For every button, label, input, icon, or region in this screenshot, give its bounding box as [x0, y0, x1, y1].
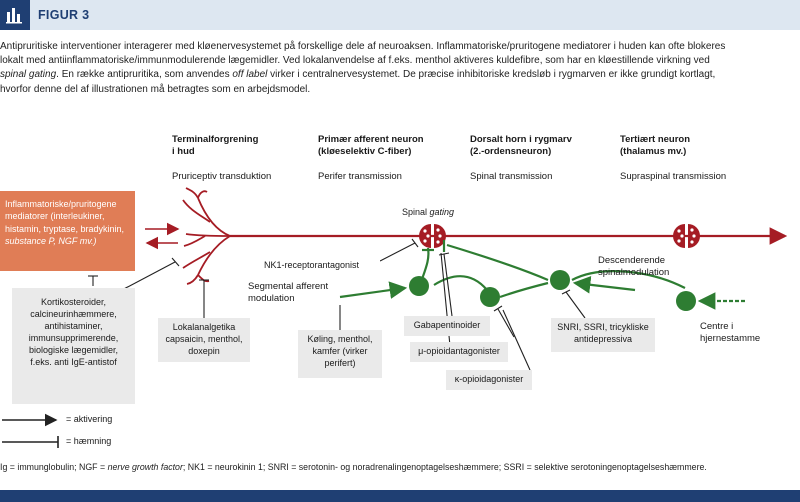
legend-inhibition-label: = hæmning	[66, 436, 112, 446]
column-sub-afferent: Perifer transmission	[318, 171, 402, 182]
antidepressants-box: SNRI, SSRI, tricykliske antidepressiva	[551, 318, 655, 352]
thalamus-synapse	[673, 224, 700, 248]
mu-opioid-antagonists-box: μ-opioidantagonister	[410, 342, 508, 362]
kappa-opioid-agonists-box: κ-opioidagonister	[446, 370, 532, 390]
mediators-box: Inflammatoriske/pruritogene mediatorer (…	[0, 191, 135, 271]
anti-inflammatory-drugs-box: Kortikosteroider, calcineurinhæmmere, an…	[12, 288, 135, 404]
segmental-modulation-arrow	[339, 281, 408, 299]
nk1-antagonist-label: NK1-receptorantagonist	[262, 255, 380, 275]
column-header-dorsal-horn: Dorsalt horn i rygmarv(2.-ordensneuron)	[470, 134, 572, 157]
gabapentinoids-box: Gabapentinoider	[404, 316, 490, 336]
intro-text: Antipruritiske interventioner interagere…	[0, 40, 796, 97]
interneuron-gating-node	[409, 276, 429, 296]
legend-activation-label: = aktivering	[66, 414, 113, 424]
figure-header: FIGUR 3	[0, 0, 800, 30]
interneuron-opioid-node	[480, 287, 500, 307]
intro-line-3: spinal gating. En række antipruritika, s…	[0, 69, 716, 81]
spinal-gating-label: Spinal gating	[402, 207, 455, 217]
intro-line-1: Antipruritiske interventioner interagere…	[0, 41, 726, 52]
column-sub-skin: Pruriceptiv transduktion	[172, 171, 272, 182]
local-analgesics-box: Lokalanalgetika capsaicin, menthol, doxe…	[158, 318, 250, 362]
descending-modulation-arrow	[572, 276, 636, 294]
column-sub-tertiary: Supraspinal transmission	[620, 171, 727, 182]
intro-line-4: hvorfor denne del af illustrationen må b…	[0, 83, 311, 95]
brainstem-center-node	[676, 291, 696, 311]
column-header-afferent: Primær afferent neuron(kløeselektiv C-fi…	[318, 134, 424, 157]
abbreviations-footnote: Ig = immunglobulin; NGF = nerve growth f…	[0, 462, 707, 472]
bar-chart-icon	[0, 0, 30, 30]
descending-relay-node	[550, 270, 570, 290]
skin-terminal-branches	[182, 187, 231, 285]
cooling-menthol-box: Køling, menthol, kamfer (virker perifert…	[298, 330, 382, 378]
figure-title: FIGUR 3	[38, 8, 90, 22]
spinal-gating-synapse	[419, 224, 446, 248]
intro-line-2: lokalt med antiinflammatoriske/immunmodu…	[0, 55, 710, 67]
bottom-bar	[0, 490, 800, 502]
column-sub-dorsal-horn: Spinal transmission	[470, 171, 553, 182]
column-header-tertiary: Tertiært neuron(thalamus mv.)	[620, 134, 691, 157]
